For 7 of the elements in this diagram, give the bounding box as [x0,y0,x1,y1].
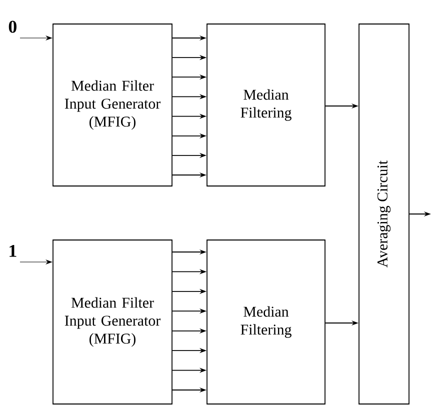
input-label: 0 [8,20,16,33]
process-box: Median Filter Input Generator (MFIG) [52,24,172,186]
circuit-box: Averaging Circuit [358,24,410,404]
process-box: Median Filtering [206,24,326,186]
input-label: 1 [10,244,16,257]
process-box: Median Filtering [206,240,326,404]
process-box: Median Filter Input Generator (MFIG) [52,240,172,404]
